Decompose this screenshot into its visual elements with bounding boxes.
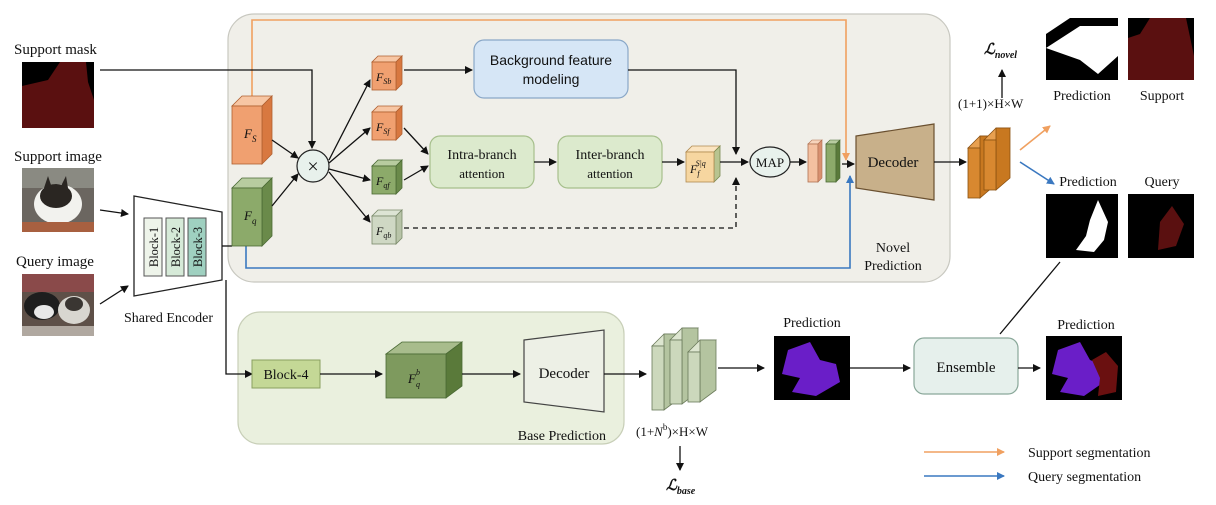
pred-mid-label: Prediction [1059, 175, 1117, 190]
support-to-encoder-arrow [99, 209, 129, 217]
final-pred-label: Prediction [1057, 318, 1115, 333]
query-image-label: Query image [16, 254, 94, 270]
novel-decoder-label: Decoder [868, 155, 919, 171]
ff-cube [685, 145, 721, 183]
fqf-cube [371, 159, 403, 195]
fqf-label: Fqf [375, 174, 391, 190]
support-image-label: Support image [14, 149, 102, 165]
base-pred-label: Prediction [783, 316, 841, 331]
encoder-to-block4-arrow [225, 280, 253, 378]
fsb-label: FSb [375, 70, 391, 86]
base-loss-label: ℒbase [666, 478, 696, 497]
fqb-cube [371, 209, 403, 245]
encoder-block-2-label: Block-2 [169, 227, 183, 267]
fsf-label: FSf [375, 120, 391, 136]
support-top-label: Support [1140, 89, 1184, 104]
support-prediction-image [1046, 18, 1118, 80]
support-image-photo [22, 168, 94, 232]
base-prediction-label: Base Prediction [518, 429, 606, 444]
intra-line1: Intra-branch [447, 148, 516, 163]
ensemble-label: Ensemble [936, 360, 995, 376]
bg-model-line1: Background feature [490, 52, 612, 68]
fs-label: FS [243, 126, 257, 144]
legend-support-label: Support segmentation [1028, 446, 1151, 461]
final-prediction-image [1046, 336, 1122, 400]
query-seg-path [245, 175, 854, 269]
base-decoder [523, 329, 605, 413]
concat-features [807, 139, 841, 183]
novel-prediction-label-1: Novel [876, 241, 910, 256]
fs-to-multiply-arrow [271, 139, 299, 159]
intra-line2: attention [459, 166, 505, 181]
background-modeling-box [473, 39, 629, 99]
encoder-block-1-label: Block-1 [147, 227, 161, 267]
fs-feature-cube [231, 95, 273, 165]
query-prediction-image [1046, 194, 1118, 258]
encoder-block-2 [165, 217, 185, 277]
inter-line1: Inter-branch [576, 148, 645, 163]
shared-encoder-label: Shared Encoder [124, 311, 213, 326]
fq-label: Fq [243, 208, 257, 226]
multiply-symbol: × [307, 156, 318, 178]
query-gt-image [1128, 194, 1194, 258]
encoder-block-1 [143, 217, 163, 277]
novel-output-slabs [967, 127, 1011, 199]
fqb-dashed-arrow [404, 177, 740, 229]
query-image-photo [22, 274, 94, 336]
encoder-block-3-label: Block-3 [191, 227, 205, 267]
fq-feature-cube [231, 177, 273, 247]
fqf-to-intra-arrow [403, 165, 429, 181]
inter-line2: attention [587, 166, 633, 181]
fan-out-arrow-qb [328, 171, 371, 223]
fq-to-multiply-arrow [271, 173, 299, 207]
query-mid-label: Query [1145, 175, 1180, 190]
fan-out-arrow-qf [328, 168, 371, 183]
fqb-label: Fqb [375, 224, 391, 240]
map-label: MAP [756, 155, 784, 170]
block4-label: Block-4 [263, 368, 308, 383]
query-to-encoder-arrow [99, 285, 129, 305]
fan-out-arrow-sf [328, 127, 371, 164]
support-seg-path [251, 19, 850, 161]
mask-to-multiply-arrow [100, 69, 316, 149]
bg-model-line2: modeling [523, 71, 580, 87]
base-decoder-label: Decoder [539, 366, 590, 382]
ff-label: FfS|q [689, 159, 706, 178]
bg-to-map-arrow [628, 69, 740, 155]
fsf-cube [371, 105, 403, 141]
base-fq-cube [384, 341, 464, 399]
to-support-pred-arrow [1019, 125, 1051, 151]
encoder-block-3 [187, 217, 207, 277]
fan-out-arrow-sb [328, 79, 371, 161]
pred-top-label: Prediction [1053, 89, 1111, 104]
multiply-node [296, 149, 330, 183]
ensemble-box [913, 337, 1019, 395]
legend-query-label: Query segmentation [1028, 470, 1141, 485]
base-fq-label: Fqb [407, 368, 420, 389]
novel-decoder [855, 123, 935, 201]
novel-prediction-label-2: Prediction [864, 259, 922, 274]
support-gt-image [1128, 18, 1194, 80]
support-mask-label: Support mask [14, 42, 97, 58]
novel-loss-label: ℒnovel [984, 42, 1017, 61]
novel-shape-label: (1+1)×H×W [958, 96, 1024, 111]
to-query-pred-arrow [1019, 161, 1055, 185]
base-output-slabs [651, 327, 717, 411]
block4-box [251, 359, 321, 389]
novel-to-ensemble-line [999, 261, 1061, 335]
fsf-to-intra-arrow [403, 127, 429, 155]
base-prediction-image [774, 336, 850, 400]
support-mask-image [22, 62, 94, 128]
base-shape-label: (1+Nb)×H×W [636, 422, 709, 439]
fsb-cube [371, 55, 403, 91]
